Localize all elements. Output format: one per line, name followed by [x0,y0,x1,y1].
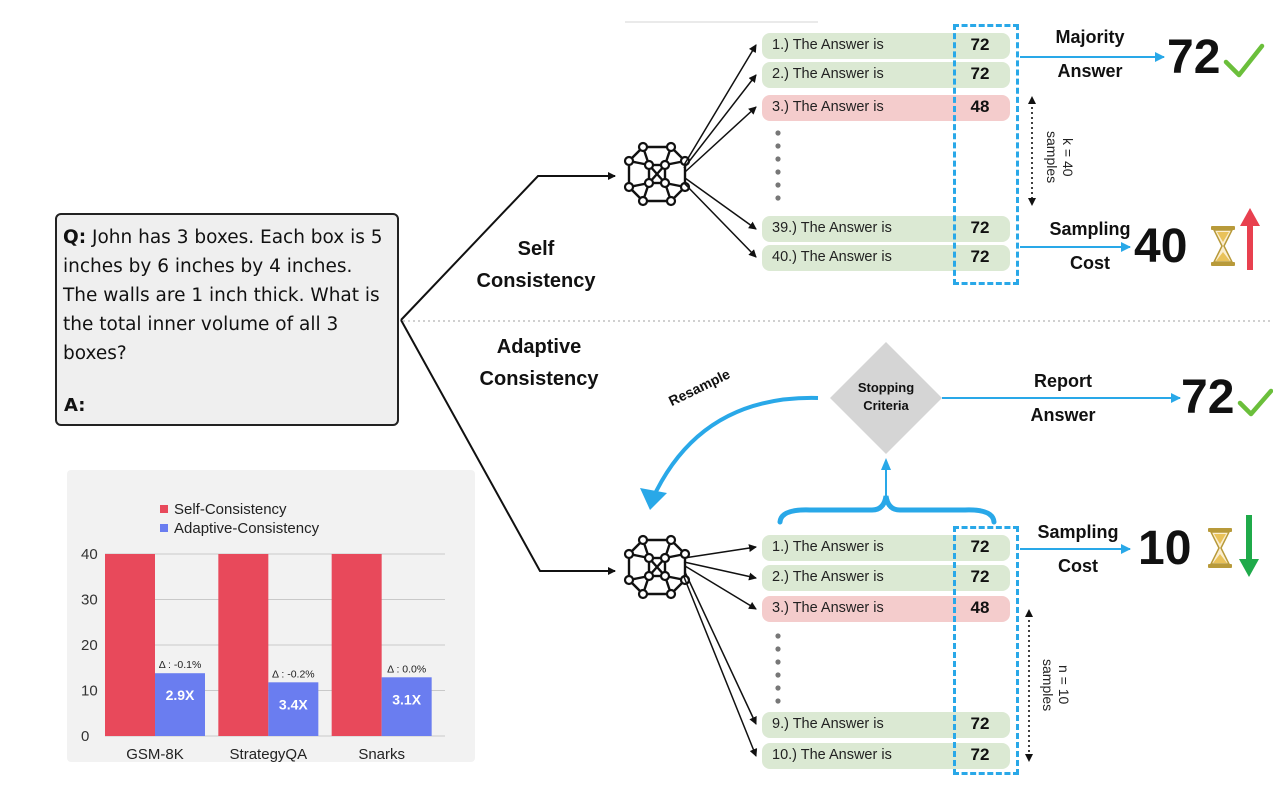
answer-row-label: 3.) The Answer is [772,600,884,616]
question-box: Q: John has 3 boxes. Each box is 5 inche… [55,213,399,426]
question-text: Q: John has 3 boxes. Each box is 5 inche… [63,223,391,368]
answer-row-value: 48 [970,97,990,116]
bar-self-consistency [331,554,382,736]
y-tick-label: 10 [81,683,98,700]
report-answer-label: Report Answer [1030,371,1096,425]
sampling-cost-label-bottom: Sampling Cost [1037,522,1119,576]
connector-to-adaptive-consistency [400,319,616,575]
k-samples-label: k = 40 samples [1044,130,1076,184]
bar-delta-label: Δ : -0.2% [272,668,315,680]
answer-row-value: 72 [970,567,990,586]
sampling-cost-chart: Self-Consistency Adaptive-Consistency 0 1… [67,470,475,762]
llm-network-icon-bottom [623,534,691,600]
answer-row-label: 3.) The Answer is [772,99,884,115]
majority-answer-value: 72 [1167,31,1221,84]
k-samples-span-arrow [1028,96,1036,206]
x-tick-label: StrategyQA [230,746,308,762]
bar-self-consistency [105,554,155,736]
n-samples-span-arrow [1025,609,1033,762]
bar-delta-label: Δ : -0.1% [159,659,202,671]
answer-row-label: 1.) The Answer is [772,539,884,555]
answer-row-label: 10.) The Answer is [772,747,892,763]
n-samples-label: n = 10 samples [1040,658,1072,712]
sampling-cost-value-bottom: 10 [1138,522,1192,575]
sampling-cost-label-top: Sampling Cost [1049,219,1131,273]
answer-row-value: 72 [970,537,990,556]
legend-swatch [160,505,168,514]
answer-row: 39.) The Answer is 72 [762,216,1010,242]
stopping-criteria-label: Stopping Criteria [857,380,915,413]
hourglass-icon [1211,226,1235,266]
bar-adaptive-consistency [155,673,205,736]
bar-adaptive-consistency [381,677,432,736]
answer-row-label: 40.) The Answer is [772,249,892,265]
hourglass-icon [1208,528,1232,568]
bar-self-consistency [218,554,269,736]
self-consistency-label: Self Consistency [476,238,596,292]
answer-row: 1.) The Answer is 72 [762,33,1010,59]
llm-network-icon-top [623,141,691,207]
answer-row-wrong: 3.) The Answer is 48 [762,95,1010,121]
answer-row-label: 2.) The Answer is [772,569,884,585]
bar-chart-plot: 0 10 20 30 40 2.9X Δ : -0.1% GSM-8K 3.4X Δ : -0.2… [81,546,445,762]
answer-row: 9.) The Answer is 72 [762,712,1010,738]
answer-row-label: 1.) The Answer is [772,37,884,53]
answers-dashed-box-bottom [953,526,1019,775]
check-icon [1237,388,1273,417]
resample-arrow [650,395,819,501]
adaptive-consistency-label: Adaptive Consistency [479,336,599,390]
stopping-criteria-diamond [830,342,942,454]
majority-answer-label: Majority Answer [1055,27,1125,81]
x-tick-label: Snarks [358,746,405,762]
bar-speedup-label: 3.4X [279,696,308,712]
answer-row-label: 9.) The Answer is [772,716,884,732]
y-tick-label: 0 [81,728,89,745]
answer-prefix: A: [64,395,86,416]
y-tick-label: 30 [81,592,98,609]
bar-speedup-label: 2.9X [166,687,195,703]
answer-row-label: 39.) The Answer is [772,220,892,236]
bar-speedup-label: 3.1X [392,691,421,707]
answer-row-value: 72 [970,64,990,83]
y-tick-label: 20 [81,637,98,654]
cost-down-arrow-icon [1239,515,1259,577]
answer-row-value: 72 [970,714,990,733]
x-tick-label: GSM-8K [126,746,184,762]
connector-to-self-consistency [400,172,616,321]
answers-dashed-box-top [953,24,1019,285]
answer-row: 1.) The Answer is 72 [762,535,1010,561]
answer-row-value: 48 [970,598,990,617]
y-tick-label: 40 [81,546,98,563]
legend-item-self-consistency: Self-Consistency [160,501,287,518]
answer-row-value: 72 [970,247,990,266]
answer-row: 2.) The Answer is 72 [762,62,1010,88]
sampling-cost-value-top: 40 [1134,220,1188,273]
answer-row: 2.) The Answer is 72 [762,565,1010,591]
reported-answer-value: 72 [1181,371,1235,424]
answer-row-value: 72 [970,745,990,764]
bar-adaptive-consistency [268,682,319,736]
answer-row-label: 2.) The Answer is [772,66,884,82]
answer-row: 40.) The Answer is 72 [762,245,1010,271]
question-body: John has 3 boxes. Each box is 5 inches b… [63,227,383,364]
answer-row-wrong: 3.) The Answer is 48 [762,596,1010,622]
samples-curly-brace [777,495,997,525]
cost-up-arrow-icon [1240,208,1260,270]
question-prefix: Q: [63,227,87,248]
legend-item-adaptive-consistency: Adaptive-Consistency [160,520,319,537]
answer-row-value: 72 [970,218,990,237]
legend-swatch [160,524,168,533]
check-icon [1223,43,1265,78]
answer-row: 10.) The Answer is 72 [762,743,1010,769]
answer-row-value: 72 [970,35,990,54]
bar-delta-label: Δ : 0.0% [387,663,426,675]
